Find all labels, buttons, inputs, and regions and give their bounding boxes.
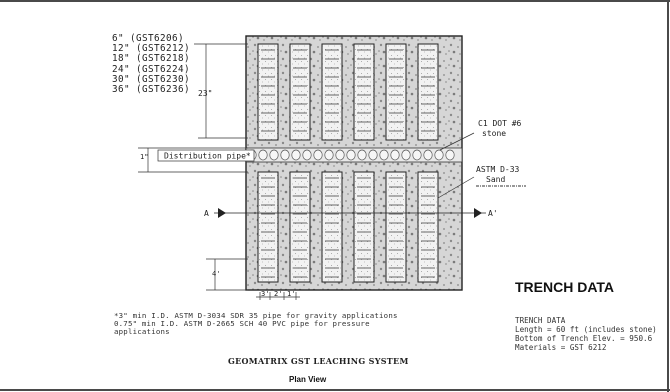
pipe-oval bbox=[434, 149, 444, 161]
drawing-title: GEOMATRIX GST LEACHING SYSTEM bbox=[228, 356, 409, 366]
dimension-3-label: 3' bbox=[261, 290, 269, 298]
dimension-23-label: 23" bbox=[198, 89, 212, 98]
pipe-size-6: 6" (GST6206) bbox=[112, 33, 184, 44]
dimension-4-label: 4' bbox=[212, 270, 220, 278]
pipe-size-18: 18" (GST6218) bbox=[112, 53, 190, 65]
sand-label-line-2: Sand bbox=[486, 175, 505, 184]
leaching-fin-unit bbox=[385, 43, 407, 141]
pipe-oval bbox=[280, 149, 290, 161]
section-arrow-right bbox=[474, 208, 482, 218]
sand-leader bbox=[437, 176, 475, 199]
trench-data-heading: TRENCH DATA bbox=[515, 279, 615, 295]
dimension-2-label: 2' bbox=[274, 290, 282, 298]
pipe-oval bbox=[390, 149, 400, 161]
pipe-size-24: 24" (GST6224) bbox=[112, 63, 190, 75]
pipe-oval bbox=[423, 149, 433, 161]
pipe-size-36: 36" (GST6236) bbox=[112, 84, 190, 96]
leaching-fin-unit bbox=[353, 171, 375, 283]
leaching-fin-unit bbox=[417, 43, 439, 141]
pipe-oval bbox=[379, 149, 389, 161]
dimension-1-label: 1" bbox=[140, 153, 148, 161]
sand-label-line-1: ASTM D-33 bbox=[476, 165, 520, 174]
distribution-pipe-label: Distribution pipe* bbox=[164, 152, 251, 161]
pipe-oval bbox=[357, 149, 367, 161]
footnote-line-3: applications bbox=[114, 327, 170, 336]
pipe-oval bbox=[269, 149, 279, 161]
pipe-oval bbox=[445, 149, 455, 161]
sheet-border-top bbox=[0, 0, 670, 2]
stone-label-line-1: C1 DOT #6 bbox=[478, 119, 522, 128]
footnote-line-2: 0.75" min I.D. ASTM D-2665 SCH 40 PVC pi… bbox=[114, 319, 370, 328]
section-a-label: A bbox=[204, 209, 209, 218]
section-arrow-left bbox=[218, 208, 226, 218]
footnote-line-1: *3" min I.D. ASTM D-3034 SDR 35 pipe for… bbox=[114, 311, 398, 320]
leaching-fin-unit bbox=[321, 43, 343, 141]
stone-label-line-2: stone bbox=[482, 129, 506, 138]
trench-bottom-elevation: Bottom of Trench Elev. = 950.6 bbox=[515, 334, 653, 343]
pipe-size-30: 30" (GST6230) bbox=[112, 73, 190, 85]
pipe-footnote: *3" min I.D. ASTM D-3034 SDR 35 pipe for… bbox=[114, 312, 398, 336]
pipe-oval bbox=[258, 149, 268, 161]
pipe-oval bbox=[324, 149, 334, 161]
sheet-border-bottom bbox=[0, 389, 670, 391]
trench-data-block: TRENCH DATA Length = 60 ft (includes sto… bbox=[515, 316, 657, 352]
pipe-oval bbox=[401, 149, 411, 161]
sheet-border-right bbox=[667, 0, 669, 392]
leaching-fin-unit bbox=[289, 171, 311, 283]
pipe-size-12: 12" (GST6212) bbox=[112, 43, 190, 55]
drawing-subtitle: Plan View bbox=[289, 375, 327, 384]
pipe-size-list: 6" (GST6206) 12" (GST6212) 18" (GST6218)… bbox=[112, 33, 190, 96]
trench-data-label: TRENCH DATA bbox=[515, 316, 566, 325]
leaching-fin-unit bbox=[257, 171, 279, 283]
leaching-fin-unit bbox=[289, 43, 311, 141]
leaching-fin-unit bbox=[385, 171, 407, 283]
distribution-pipe-callout-box bbox=[157, 149, 255, 162]
leaching-fin-unit bbox=[417, 171, 439, 283]
leaching-fin-unit bbox=[257, 43, 279, 141]
pipe-oval bbox=[313, 149, 323, 161]
pipe-oval bbox=[368, 149, 378, 161]
pipe-oval bbox=[412, 149, 422, 161]
leaching-fin-unit bbox=[353, 43, 375, 141]
trench-length: Length = 60 ft (includes stone) bbox=[515, 325, 657, 334]
trench-materials: Materials = GST 6212 bbox=[515, 343, 607, 352]
pipe-oval bbox=[346, 149, 356, 161]
pipe-oval bbox=[335, 149, 345, 161]
pipe-oval bbox=[302, 149, 312, 161]
stone-leader bbox=[439, 132, 475, 151]
section-a-prime-label: A' bbox=[488, 209, 498, 218]
leaching-fin-unit bbox=[321, 171, 343, 283]
pipe-oval bbox=[291, 149, 301, 161]
leaching-fins bbox=[257, 43, 439, 283]
dimension-1-bottom-label: 1' bbox=[287, 290, 295, 298]
